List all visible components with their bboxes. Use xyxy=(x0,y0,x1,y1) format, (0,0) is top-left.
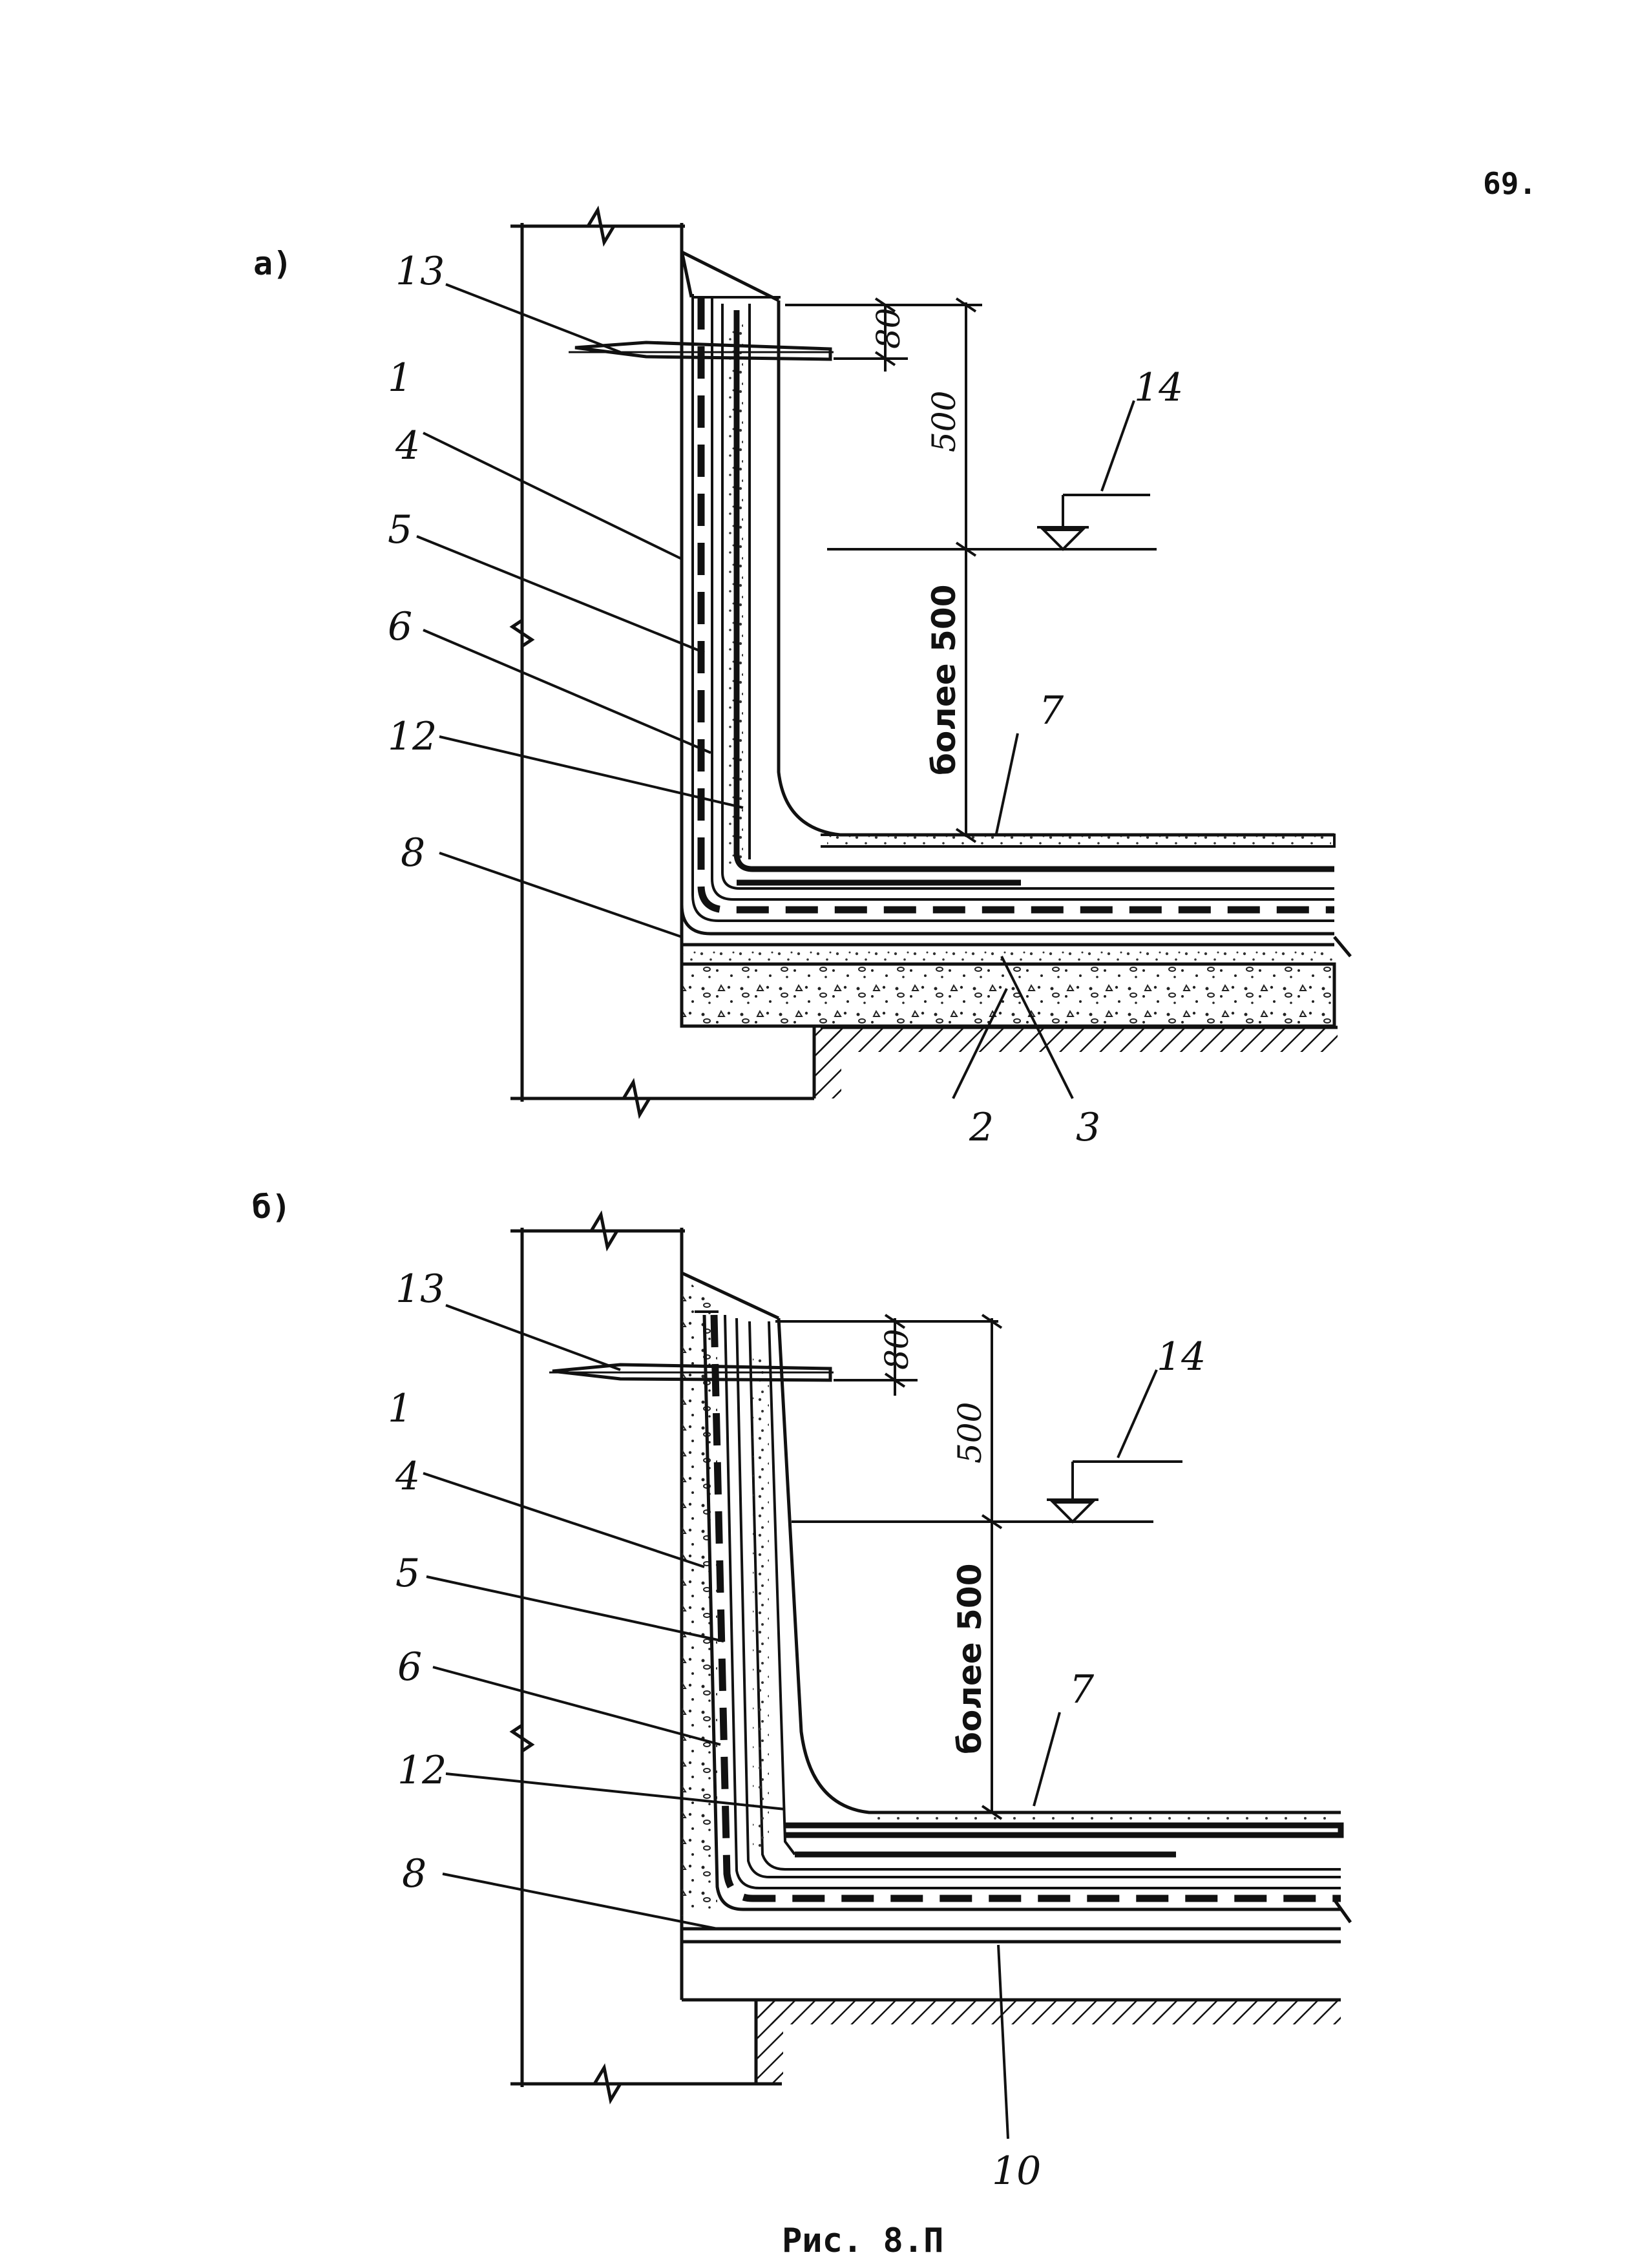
dim-a-80: 80 xyxy=(870,308,907,349)
panel-a-label: а) xyxy=(253,245,292,282)
callout-a-2: 2 xyxy=(969,1105,994,1150)
water-level-b xyxy=(1047,1369,1182,1524)
leaders-a xyxy=(416,283,1074,1099)
dim-b-more-500: более 500 xyxy=(951,1564,989,1754)
callout-a-13: 13 xyxy=(395,249,445,294)
layers-a xyxy=(680,250,1336,936)
slab-a xyxy=(680,936,1352,1098)
dimensions-b: 80 500 более 500 xyxy=(775,1314,1153,1820)
callout-b-1: 1 xyxy=(388,1386,412,1431)
anchor-bolt-a xyxy=(569,341,834,361)
dim-b-500: 500 xyxy=(951,1402,989,1464)
panel-b: б) xyxy=(252,1188,1352,2194)
figure-caption: Рис. 8.П xyxy=(782,2221,943,2260)
callout-b-14: 14 xyxy=(1157,1334,1206,1380)
leaders-b xyxy=(423,1304,1061,2139)
callout-b-13: 13 xyxy=(395,1266,445,1312)
callout-a-6: 6 xyxy=(388,604,412,649)
callout-a-12: 12 xyxy=(388,714,437,759)
panel-a: а) xyxy=(253,205,1352,1150)
callout-b-7: 7 xyxy=(1069,1667,1095,1712)
callout-b-4: 4 xyxy=(395,1454,420,1499)
callout-b-6: 6 xyxy=(397,1644,422,1690)
slab-b xyxy=(680,1898,1352,2084)
anchor-bolt-b xyxy=(549,1363,834,1382)
callout-a-3: 3 xyxy=(1076,1105,1100,1150)
wall-b xyxy=(509,1210,782,2105)
page-number: 69. xyxy=(1483,166,1537,201)
callouts-a: 13 1 4 5 6 12 8 7 14 2 3 xyxy=(388,249,1183,1150)
callout-b-10: 10 xyxy=(992,2148,1041,2194)
panel-b-label: б) xyxy=(252,1188,291,1226)
callout-b-5: 5 xyxy=(395,1551,420,1596)
dim-a-500: 500 xyxy=(925,391,963,452)
callouts-b: 13 1 4 5 6 12 8 7 14 10 xyxy=(388,1266,1206,2194)
dimensions-a: 80 500 более 500 xyxy=(785,297,1157,843)
callout-a-7: 7 xyxy=(1039,688,1064,733)
callout-a-4: 4 xyxy=(395,423,420,468)
callout-a-8: 8 xyxy=(401,830,425,876)
dim-a-more-500: более 500 xyxy=(925,585,963,775)
water-level-a xyxy=(1037,400,1150,551)
dim-b-80: 80 xyxy=(878,1328,916,1370)
layers-b xyxy=(680,1271,1344,1916)
callout-a-5: 5 xyxy=(388,507,412,552)
callout-b-12: 12 xyxy=(397,1748,446,1793)
callout-a-1: 1 xyxy=(388,355,412,401)
callout-a-14: 14 xyxy=(1134,365,1183,410)
callout-b-8: 8 xyxy=(402,1851,426,1896)
